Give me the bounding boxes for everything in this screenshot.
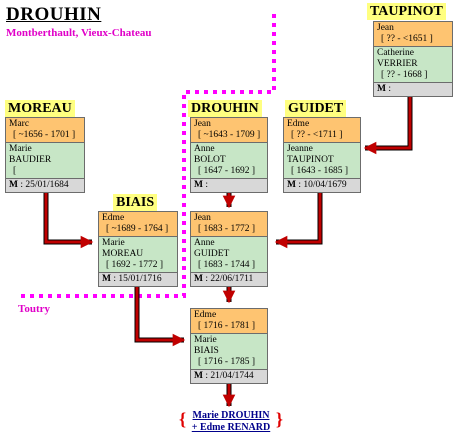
marriage-key: M xyxy=(102,274,111,284)
husband-cell: Edme [ 1716 - 1781 ] xyxy=(191,309,267,334)
wife-dates: [ 1683 - 1744 ] xyxy=(198,260,255,270)
family-label-guidet: GUIDET xyxy=(285,100,347,117)
family-card-biais: Edme [ ~1689 - 1764 ] Marie MOREAU [ 169… xyxy=(98,211,178,287)
husband-cell: Marc [ ~1656 - 1701 ] xyxy=(6,118,84,143)
page-subtitle: Montberthault, Vieux-Chateau xyxy=(6,27,152,39)
marriage-cell: M : xyxy=(374,83,452,96)
right-brace: } xyxy=(275,409,283,429)
wife-cell: Anne BOLOT [ 1647 - 1692 ] xyxy=(191,143,267,179)
marriage-cell: M : 25/01/1684 xyxy=(6,179,84,192)
family-label-drouhin: DROUHIN xyxy=(188,100,262,117)
wife-first-name: Anne xyxy=(194,238,215,248)
wife-dates: [ xyxy=(13,166,17,176)
wife-first-name: Catherine xyxy=(377,48,414,58)
family-card-drouhin-mid: Jean [ 1683 - 1772 ] Anne GUIDET [ 1683 … xyxy=(190,211,268,287)
marriage-cell: M : 21/04/1744 xyxy=(191,370,267,383)
marriage-key: M xyxy=(9,180,18,190)
husband-name: Edme xyxy=(102,213,125,223)
place-label-toutry: Toutry xyxy=(18,303,50,315)
wife-first-name: Jeanne xyxy=(287,144,313,154)
wife-first-name: Marie xyxy=(102,238,125,248)
family-card-taupinot: Jean [ ?? - <1651 ] Catherine VERRIER [ … xyxy=(373,21,453,97)
wife-cell: Marie BIAIS [ 1716 - 1785 ] xyxy=(191,334,267,370)
husband-dates: [ ~1643 - 1709 ] xyxy=(198,130,261,140)
marriage-key: M xyxy=(194,371,203,381)
husband-name: Jean xyxy=(377,23,394,33)
wife-last-name: BAUDIER xyxy=(9,155,52,165)
wife-last-name: MOREAU xyxy=(102,249,144,259)
marriage-cell: M : xyxy=(191,179,267,192)
wife-last-name: BIAIS xyxy=(194,346,219,356)
marriage-key: M xyxy=(194,180,203,190)
husband-cell: Jean [ ?? - <1651 ] xyxy=(374,22,452,47)
wife-last-name: BOLOT xyxy=(194,155,226,165)
marriage-date: : 10/04/1679 xyxy=(295,180,347,190)
link-moreau-to-biais xyxy=(43,188,92,245)
wife-cell: Jeanne TAUPINOT [ 1643 - 1685 ] xyxy=(284,143,360,179)
page-title: DROUHIN xyxy=(6,4,102,25)
wife-dates: [ ?? - 1668 ] xyxy=(381,70,428,80)
husband-name: Jean xyxy=(194,119,211,129)
descendant-line-1: Marie DROUHIN xyxy=(192,410,270,421)
husband-dates: [ ~1689 - 1764 ] xyxy=(106,224,169,234)
wife-dates: [ 1643 - 1685 ] xyxy=(291,166,348,176)
wife-first-name: Anne xyxy=(194,144,215,154)
wife-last-name: TAUPINOT xyxy=(287,155,334,165)
descendant-line-2: + Edme RENARD xyxy=(191,422,271,433)
family-card-drouhin-bottom: Edme [ 1716 - 1781 ] Marie BIAIS [ 1716 … xyxy=(190,308,268,384)
marriage-key: M xyxy=(377,84,386,94)
marriage-cell: M : 15/01/1716 xyxy=(99,273,177,286)
family-label-taupinot: TAUPINOT xyxy=(367,3,446,20)
husband-cell: Jean [ ~1643 - 1709 ] xyxy=(191,118,267,143)
marriage-date: : xyxy=(202,180,208,190)
marriage-cell: M : 22/06/1711 xyxy=(191,273,267,286)
marriage-key: M xyxy=(194,274,203,284)
wife-cell: Marie MOREAU [ 1692 - 1772 ] xyxy=(99,237,177,273)
wife-cell: Marie BAUDIER [ xyxy=(6,143,84,179)
husband-cell: Jean [ 1683 - 1772 ] xyxy=(191,212,267,237)
wife-cell: Anne GUIDET [ 1683 - 1744 ] xyxy=(191,237,267,273)
wife-dates: [ 1692 - 1772 ] xyxy=(106,260,163,270)
marriage-date: : 25/01/1684 xyxy=(17,180,69,190)
family-label-biais: BIAIS xyxy=(113,194,158,211)
marriage-date: : 22/06/1711 xyxy=(202,274,254,284)
family-card-drouhin-top: Jean [ ~1643 - 1709 ] Anne BOLOT [ 1647 … xyxy=(190,117,268,193)
link-taupinot-to-guidet xyxy=(365,95,413,151)
family-card-moreau: Marc [ ~1656 - 1701 ] Marie BAUDIER [ M … xyxy=(5,117,85,193)
left-brace: { xyxy=(179,409,187,429)
wife-last-name: VERRIER xyxy=(377,59,418,69)
husband-cell: Edme [ ~1689 - 1764 ] xyxy=(99,212,177,237)
wife-first-name: Marie xyxy=(9,144,32,154)
family-card-guidet: Edme [ ?? - <1711 ] Jeanne TAUPINOT [ 16… xyxy=(283,117,361,193)
wife-last-name: GUIDET xyxy=(194,249,230,259)
marriage-date: : 15/01/1716 xyxy=(110,274,162,284)
husband-name: Edme xyxy=(287,119,310,129)
husband-dates: [ ?? - <1651 ] xyxy=(381,34,433,44)
wife-dates: [ 1716 - 1785 ] xyxy=(198,357,255,367)
husband-name: Edme xyxy=(194,310,217,320)
family-label-moreau: MOREAU xyxy=(5,100,75,117)
marriage-cell: M : 10/04/1679 xyxy=(284,179,360,192)
wife-dates: [ 1647 - 1692 ] xyxy=(198,166,255,176)
marriage-date: : 21/04/1744 xyxy=(202,371,254,381)
link-guidet-to-drouhin-mid xyxy=(276,188,323,245)
descendant-couple: { Marie DROUHIN + Edme RENARD } xyxy=(179,409,283,434)
husband-name: Marc xyxy=(9,119,30,129)
husband-dates: [ ~1656 - 1701 ] xyxy=(13,130,76,140)
wife-cell: Catherine VERRIER [ ?? - 1668 ] xyxy=(374,47,452,83)
region-boundary-dotted xyxy=(18,14,276,298)
husband-dates: [ ?? - <1711 ] xyxy=(291,130,343,140)
husband-cell: Edme [ ?? - <1711 ] xyxy=(284,118,360,143)
husband-name: Jean xyxy=(194,213,211,223)
husband-dates: [ 1716 - 1781 ] xyxy=(198,321,255,331)
wife-first-name: Marie xyxy=(194,335,217,345)
marriage-key: M xyxy=(287,180,296,190)
marriage-date: : xyxy=(385,84,391,94)
husband-dates: [ 1683 - 1772 ] xyxy=(198,224,255,234)
